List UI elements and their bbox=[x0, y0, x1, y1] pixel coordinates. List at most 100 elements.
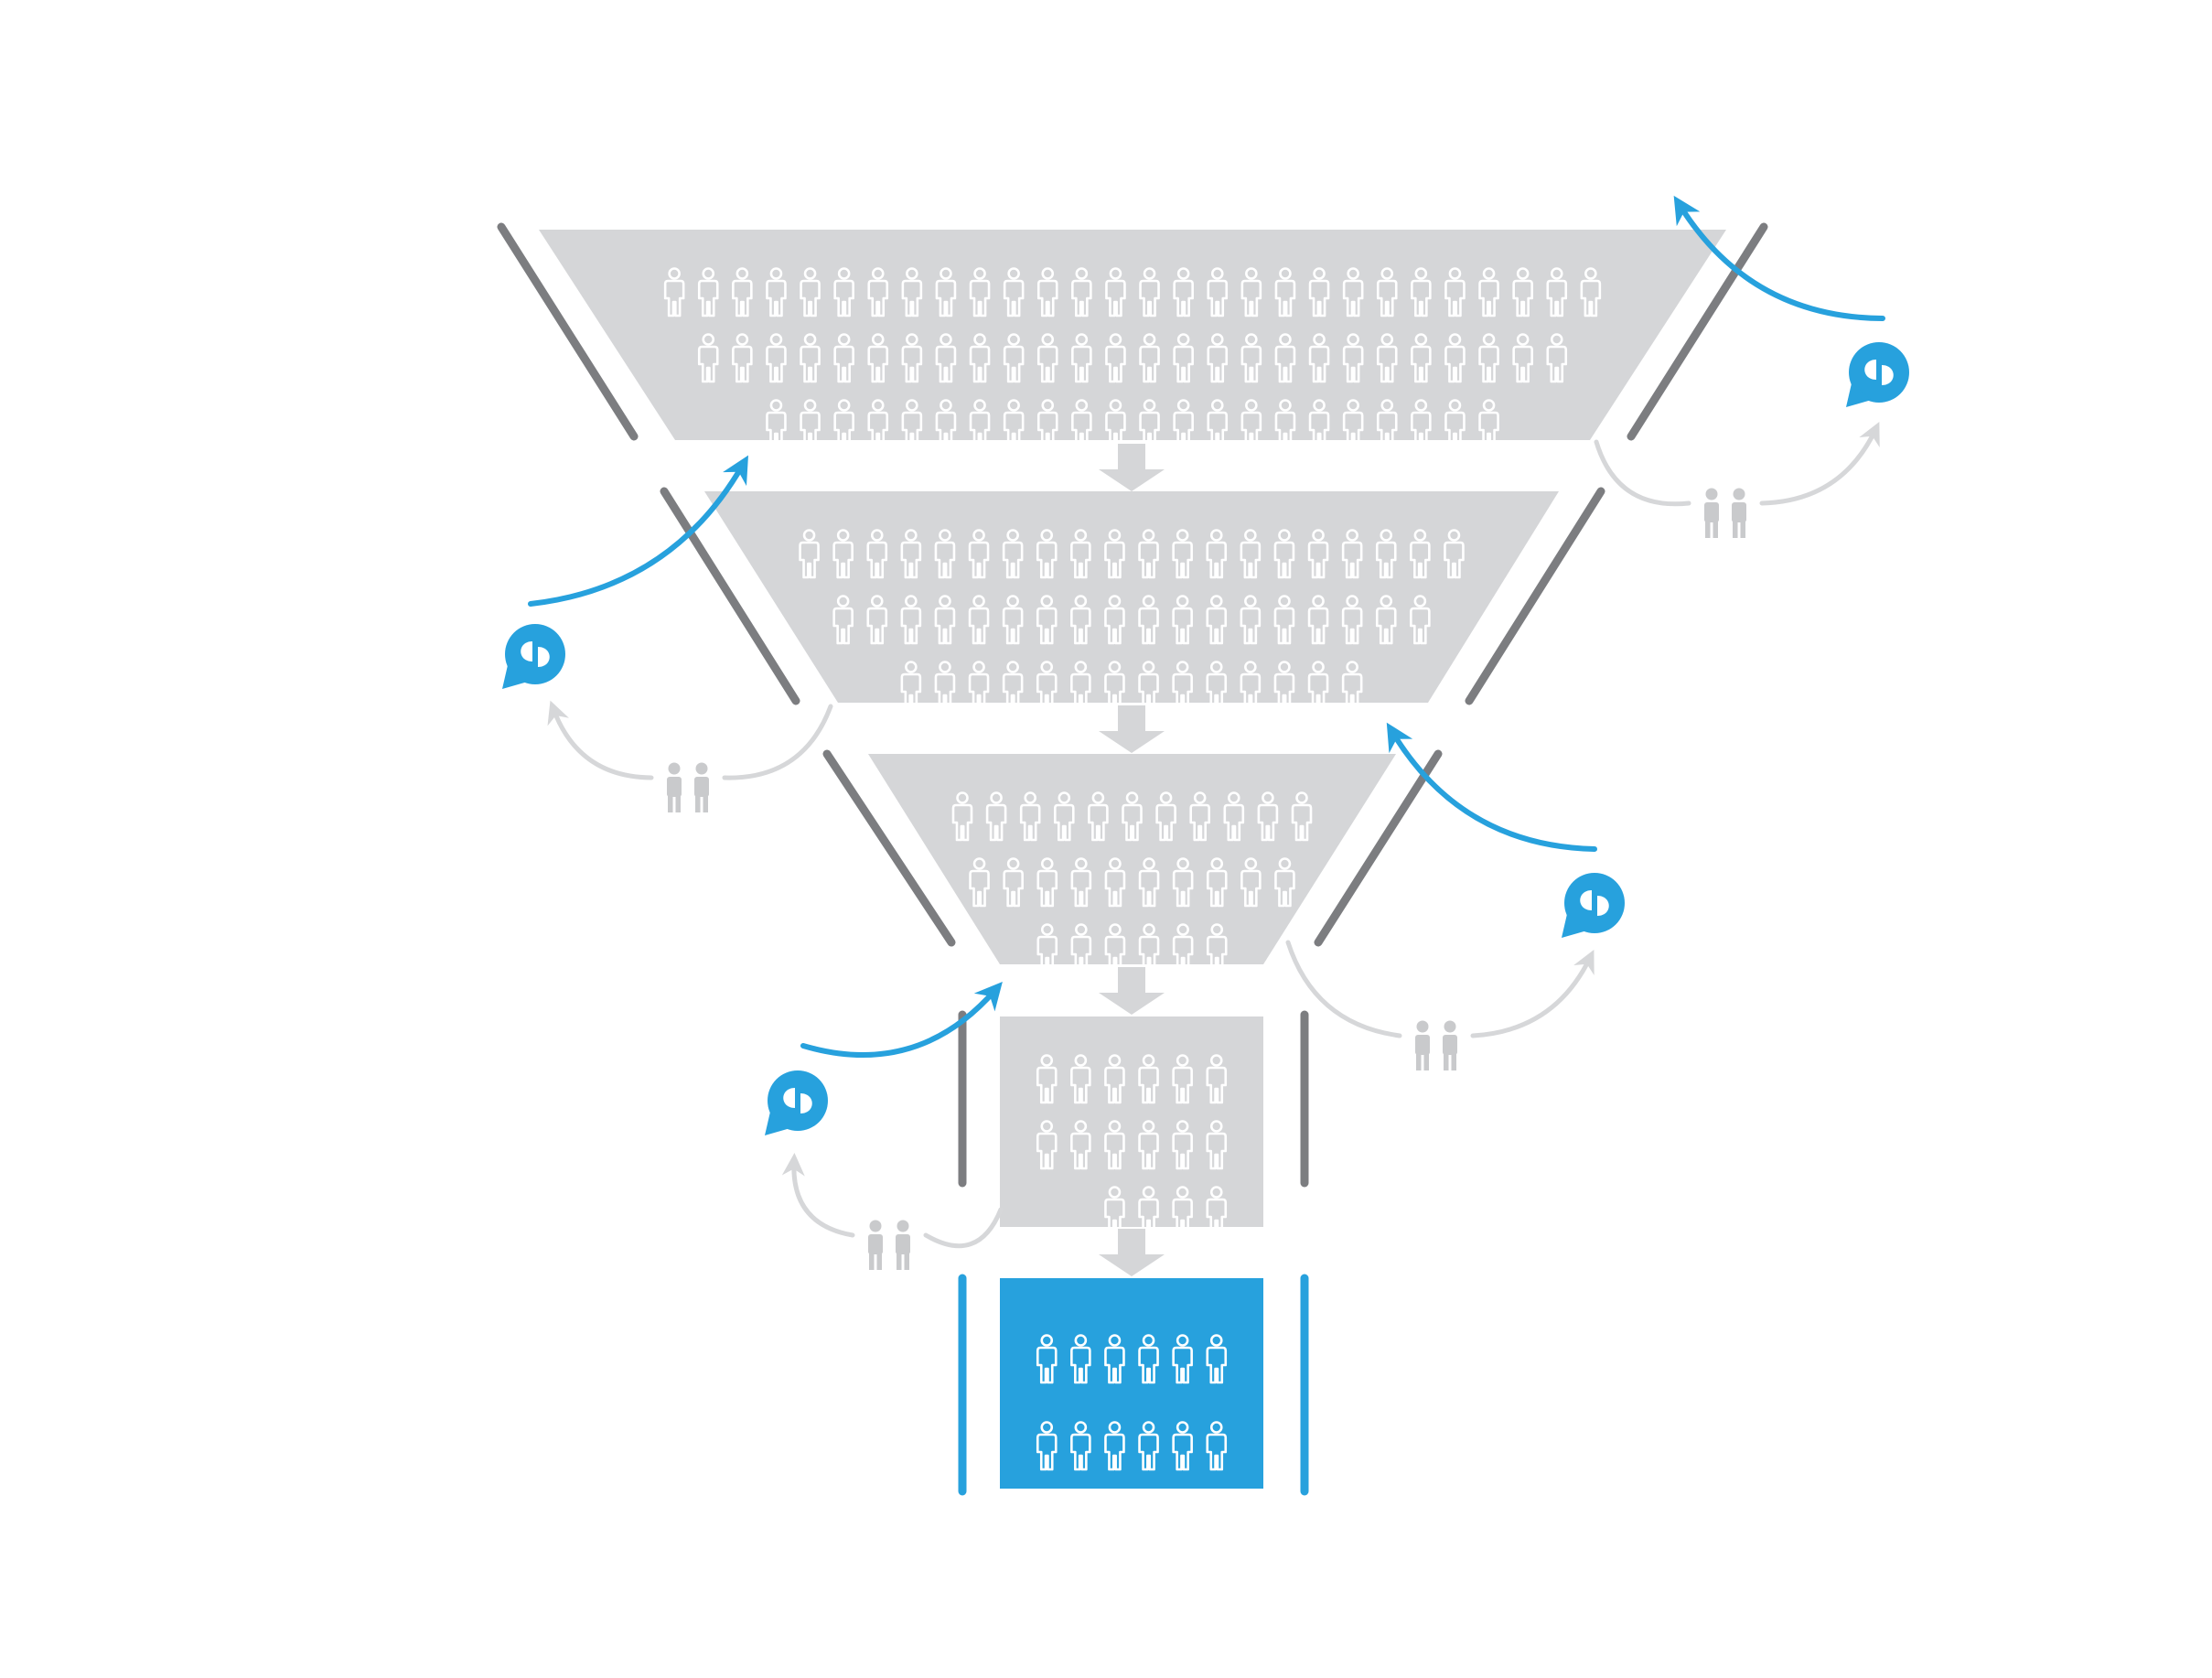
person-outline-icon bbox=[1019, 791, 1041, 842]
person-outline-icon bbox=[1240, 661, 1262, 711]
person-outline-icon bbox=[1138, 857, 1160, 908]
down-arrow-icon bbox=[1099, 967, 1165, 1015]
person-outline-icon bbox=[1207, 333, 1229, 383]
person-outline-icon bbox=[1376, 333, 1398, 383]
funnel-stage-2 bbox=[704, 491, 1559, 711]
drop-off-curve bbox=[1594, 439, 1691, 507]
people-pair-icon bbox=[1415, 1020, 1457, 1070]
person-outline-icon bbox=[1444, 399, 1466, 449]
stage-1-wall-right bbox=[1627, 222, 1768, 441]
person-outline-icon bbox=[1512, 333, 1533, 383]
person-outline-icon bbox=[1173, 399, 1194, 449]
person-outline-icon bbox=[1036, 923, 1058, 973]
person-outline-icon bbox=[1207, 399, 1229, 449]
person-outline-icon bbox=[1070, 923, 1092, 973]
person-outline-icon bbox=[1273, 529, 1295, 579]
person-outline-icon bbox=[1273, 595, 1295, 645]
person-icon bbox=[1443, 1020, 1457, 1070]
person-outline-icon bbox=[1036, 529, 1058, 579]
stage-3-body bbox=[868, 754, 1396, 964]
person-outline-icon bbox=[1088, 791, 1109, 842]
person-outline-icon bbox=[1274, 857, 1295, 908]
person-outline-icon bbox=[1070, 595, 1091, 645]
person-outline-icon bbox=[1478, 333, 1499, 383]
person-outline-icon bbox=[1410, 529, 1431, 579]
person-outline-icon bbox=[1070, 661, 1091, 711]
person-outline-icon bbox=[1206, 857, 1228, 908]
person-outline-icon bbox=[1206, 661, 1228, 711]
person-outline-icon bbox=[1138, 1186, 1159, 1236]
person-outline-icon bbox=[1138, 923, 1160, 973]
person-outline-icon bbox=[1070, 857, 1092, 908]
person-outline-icon bbox=[1036, 333, 1058, 383]
person-outline-icon bbox=[1003, 857, 1024, 908]
person-outline-icon bbox=[1036, 661, 1058, 711]
person-outline-icon bbox=[934, 529, 956, 579]
person-outline-icon bbox=[934, 661, 956, 711]
person-outline-icon bbox=[1580, 267, 1602, 317]
person-outline-icon bbox=[1036, 1334, 1058, 1384]
person-outline-icon bbox=[800, 333, 821, 383]
people-pair-icon bbox=[667, 762, 709, 812]
person-outline-icon bbox=[1002, 529, 1024, 579]
person-outline-icon bbox=[1105, 267, 1126, 317]
person-icon bbox=[1732, 488, 1746, 538]
person-outline-icon bbox=[1273, 661, 1295, 711]
person-outline-icon bbox=[1104, 1421, 1125, 1471]
person-icon bbox=[1704, 488, 1719, 538]
return-arrow bbox=[1673, 195, 1885, 321]
chat-bubble-icon bbox=[502, 624, 565, 689]
person-outline-icon bbox=[833, 267, 854, 317]
person-outline-icon bbox=[1342, 399, 1364, 449]
person-outline-icon bbox=[1240, 857, 1262, 908]
person-icon bbox=[896, 1220, 910, 1270]
person-outline-icon bbox=[1341, 529, 1363, 579]
chat-bubble-icon bbox=[1562, 873, 1625, 938]
person-outline-icon bbox=[1036, 267, 1058, 317]
person-outline-icon bbox=[900, 661, 922, 711]
person-outline-icon bbox=[1036, 857, 1058, 908]
person-outline-icon bbox=[1138, 1334, 1159, 1384]
person-outline-icon bbox=[867, 333, 889, 383]
person-outline-icon bbox=[1172, 923, 1194, 973]
person-outline-icon bbox=[1071, 267, 1092, 317]
person-outline-icon bbox=[900, 595, 922, 645]
stage-2-body bbox=[704, 491, 1559, 703]
person-outline-icon bbox=[1240, 267, 1262, 317]
return-arrow bbox=[1386, 722, 1597, 852]
person-outline-icon bbox=[969, 267, 991, 317]
person-outline-icon bbox=[1376, 399, 1398, 449]
person-outline-icon bbox=[1036, 399, 1058, 449]
re-engage-arrow bbox=[547, 700, 654, 780]
person-outline-icon bbox=[867, 267, 889, 317]
person-outline-icon bbox=[866, 595, 888, 645]
person-outline-icon bbox=[1172, 529, 1193, 579]
funnel-stage-1 bbox=[539, 230, 1726, 449]
person-outline-icon bbox=[1070, 529, 1091, 579]
person-outline-icon bbox=[1411, 267, 1432, 317]
person-outline-icon bbox=[1206, 1120, 1228, 1170]
person-outline-icon bbox=[1257, 791, 1279, 842]
person-outline-icon bbox=[1444, 529, 1465, 579]
person-outline-icon bbox=[697, 267, 719, 317]
chat-bubble-icon bbox=[765, 1070, 828, 1135]
person-outline-icon bbox=[1411, 399, 1432, 449]
person-outline-icon bbox=[1172, 595, 1193, 645]
person-outline-icon bbox=[1478, 267, 1499, 317]
person-outline-icon bbox=[968, 661, 990, 711]
person-outline-icon bbox=[1104, 857, 1126, 908]
person-outline-icon bbox=[1071, 333, 1092, 383]
person-outline-icon bbox=[1071, 399, 1092, 449]
down-arrow-icon bbox=[1099, 705, 1165, 753]
person-outline-icon bbox=[1104, 1186, 1125, 1236]
person-outline-icon bbox=[800, 267, 821, 317]
person-icon bbox=[1415, 1020, 1430, 1070]
re-engage-arrow bbox=[1470, 950, 1595, 1038]
down-arrow-icon bbox=[1099, 1229, 1165, 1276]
person-outline-icon bbox=[1375, 529, 1397, 579]
person-outline-icon bbox=[1342, 333, 1364, 383]
person-outline-icon bbox=[1105, 333, 1126, 383]
person-outline-icon bbox=[663, 267, 685, 317]
person-outline-icon bbox=[833, 399, 854, 449]
